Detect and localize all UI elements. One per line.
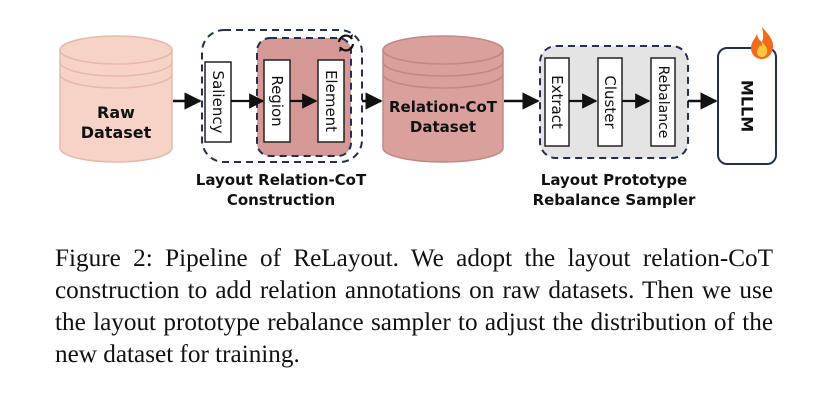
figure-caption: Figure 2: Pipeline of ReLayout. We adopt…	[55, 245, 773, 368]
extract-box: Extract	[544, 57, 570, 147]
mllm-box: MLLM	[717, 47, 777, 165]
relation-cot-dataset-cylinder: Relation-CoT Dataset	[382, 35, 504, 163]
refresh-icon	[337, 34, 355, 52]
pipeline-diagram: Raw Dataset Saliency Region Element Layo…	[59, 27, 777, 209]
element-label: Element	[322, 70, 340, 132]
relation-cot-dataset-label-line1: Relation-CoT	[389, 98, 498, 116]
raw-dataset-cylinder: Raw Dataset	[59, 35, 173, 163]
sampler-label-line1: Layout Prototype	[541, 171, 687, 189]
cluster-box: Cluster	[597, 57, 623, 147]
mllm-label: MLLM	[738, 80, 757, 132]
raw-dataset-label-line1: Raw	[97, 103, 135, 122]
region-label: Region	[268, 75, 286, 126]
construction-label-line1: Layout Relation-CoT	[196, 171, 367, 189]
construction-group-border	[201, 29, 363, 163]
rebalance-box: Rebalance	[650, 57, 676, 147]
saliency-box: Saliency	[204, 61, 232, 143]
construction-label-line2: Construction	[227, 191, 335, 209]
rebalance-label: Rebalance	[655, 66, 671, 139]
sampler-label-line2: Rebalance Sampler	[533, 191, 696, 209]
element-box: Element	[317, 59, 345, 143]
cluster-label: Cluster	[601, 75, 619, 129]
relation-cot-dataset-label-line2: Dataset	[410, 118, 476, 136]
fire-icon	[751, 27, 774, 59]
region-box: Region	[263, 59, 291, 143]
saliency-label: Saliency	[209, 71, 227, 134]
raw-dataset-label-line2: Dataset	[81, 123, 152, 142]
extract-label: Extract	[548, 75, 566, 129]
